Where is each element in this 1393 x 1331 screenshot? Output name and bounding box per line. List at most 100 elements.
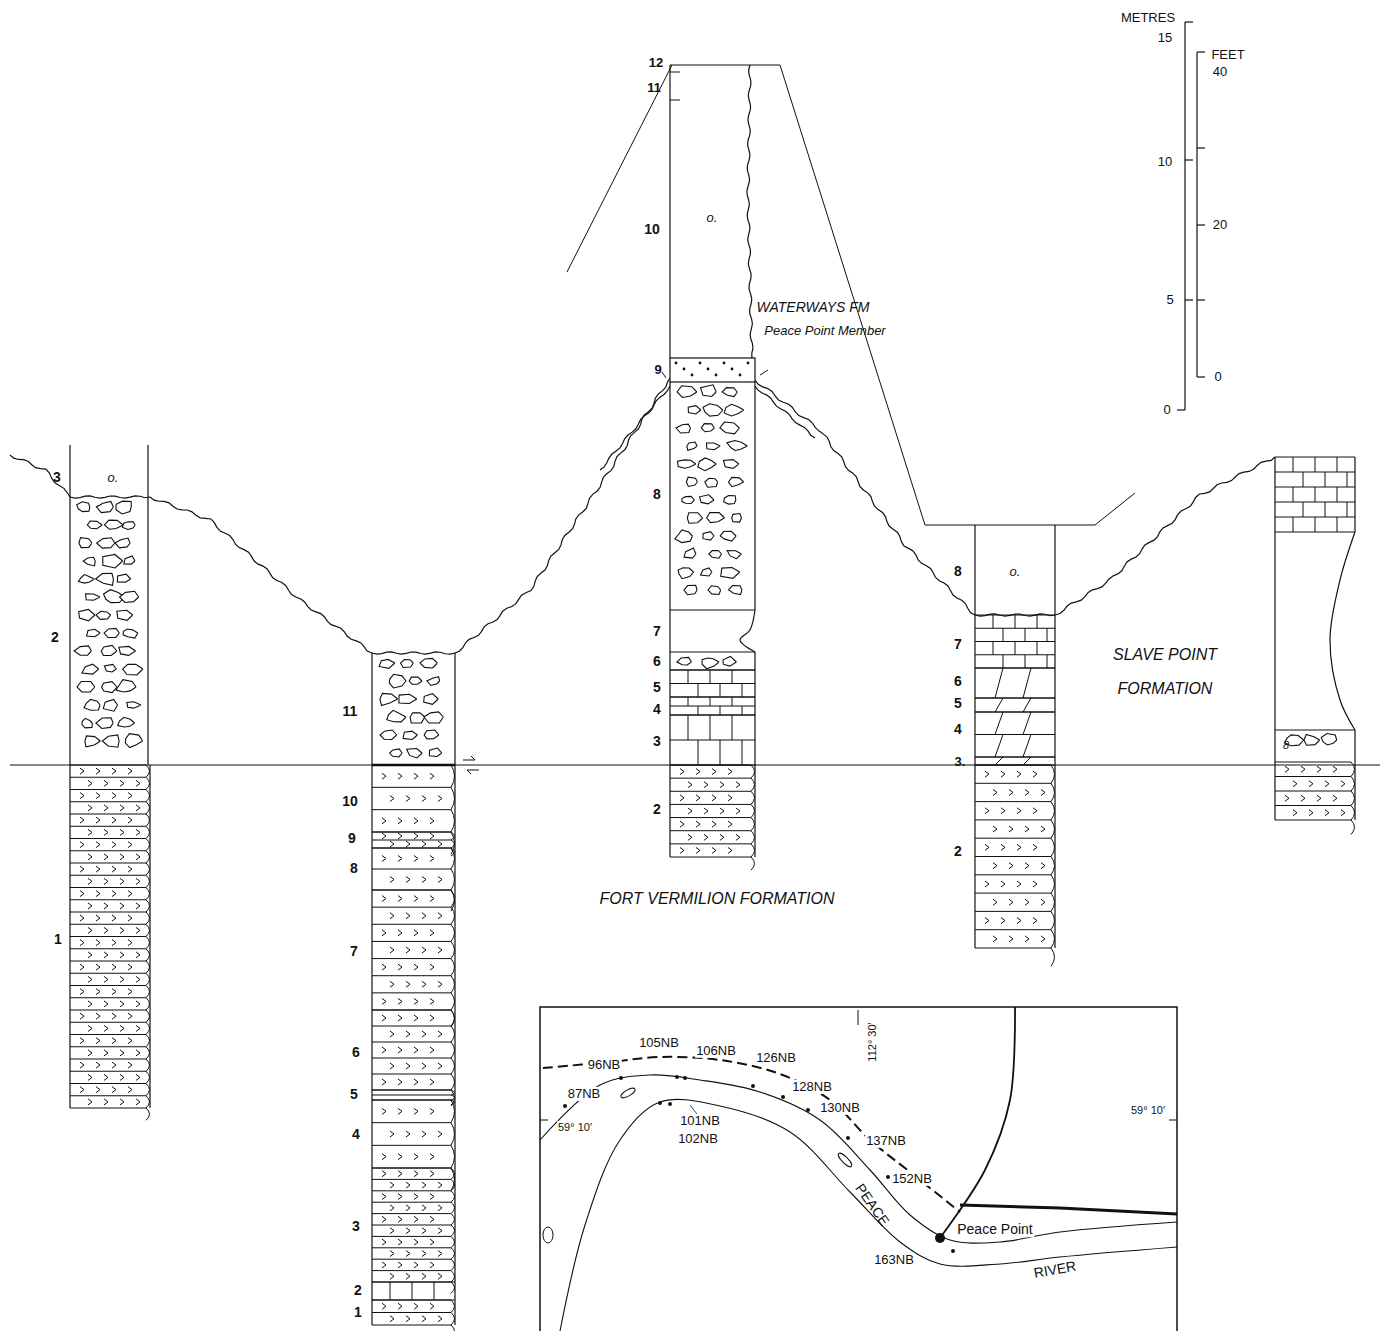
bed-outline (670, 844, 755, 857)
drawn-line (669, 65, 670, 358)
dolomite-symbol (1017, 918, 1021, 924)
dolomite-symbol (430, 856, 434, 862)
drawn-line (995, 712, 1003, 735)
dolomite-symbol (422, 981, 426, 987)
drawn-line (1354, 730, 1355, 762)
drawn-line (760, 370, 768, 375)
drawn-line (1275, 730, 1355, 731)
dolomite-symbol (414, 1154, 418, 1160)
dolomite-symbol (398, 1303, 402, 1309)
bed-outline (975, 911, 1055, 929)
dolomite-symbol (414, 930, 418, 936)
dolomite-symbol (382, 1171, 386, 1177)
station-dot (806, 1108, 810, 1112)
dolomite-symbol (414, 1108, 418, 1114)
dolomite-symbol (1017, 881, 1021, 887)
map-label: 59° 10′ (1130, 1104, 1166, 1116)
unit-label: 2 (51, 630, 59, 645)
dolomite-symbol (406, 1251, 410, 1257)
dolomite-symbol (382, 998, 386, 1004)
dolomite-symbol (80, 817, 84, 823)
dolomite-symbol (1317, 766, 1321, 772)
drawn-line (1025, 628, 1026, 641)
dolomite-symbol (398, 1047, 402, 1053)
breccia-clast (677, 657, 692, 665)
river-island (620, 1086, 637, 1099)
bed-outline (372, 832, 455, 840)
dolomite-symbol (96, 842, 100, 848)
dolomite-symbol (398, 1171, 402, 1177)
drawn-line (995, 698, 1003, 712)
dolomite-symbol (438, 1063, 442, 1069)
dolomite-symbol (1001, 771, 1005, 777)
bed-outline (372, 976, 455, 993)
drawn-line (434, 1282, 435, 1300)
sand-dot (691, 374, 694, 377)
drawn-line (1347, 502, 1348, 517)
map-label: 59° 10′ (557, 1121, 593, 1133)
dolomite-symbol (438, 877, 442, 883)
bed-outline (70, 851, 150, 863)
unit-label: 6 (653, 654, 661, 669)
station-dot (563, 1104, 567, 1108)
station-dot (658, 1101, 662, 1105)
bed-outline (70, 986, 150, 998)
bed-outline (975, 765, 1055, 783)
dolomite-symbol (414, 1262, 418, 1268)
breccia-clast (403, 731, 417, 739)
bed-outline (70, 826, 150, 838)
bed-outline (70, 814, 150, 826)
dolomite-symbol (128, 989, 132, 995)
drawn-curve (1330, 532, 1355, 730)
bed-outline (70, 973, 150, 985)
dolomite-symbol (128, 1062, 132, 1068)
bed-outline (1275, 806, 1355, 821)
dolomite-symbol (390, 1205, 394, 1211)
drawn-line (755, 380, 975, 615)
drawn-line (454, 1282, 455, 1300)
dolomite-symbol (104, 780, 108, 786)
drawn-line (1325, 472, 1326, 487)
unit-label: 10 (644, 222, 660, 237)
dolomite-symbol (422, 796, 426, 802)
dolomite-symbol (414, 1015, 418, 1021)
scale-label: 0 (1163, 403, 1170, 417)
dolomite-symbol (438, 796, 442, 802)
dolomite-symbol (382, 856, 386, 862)
dolomite-symbol (406, 947, 410, 953)
bed-outline (372, 993, 455, 1010)
dolomite-symbol (120, 854, 124, 860)
drawn-line (1325, 502, 1326, 517)
dolomite-symbol (430, 833, 434, 839)
unit-label: 8 (954, 564, 962, 579)
breccia-clast (706, 443, 720, 450)
dolomite-symbol (390, 1228, 394, 1234)
dolomite-symbol (128, 793, 132, 799)
breccia-clast (678, 568, 693, 579)
drawn-line (754, 382, 755, 610)
unit-label: 3 (653, 734, 661, 749)
bed-outline (372, 907, 455, 924)
map-label: 152NB (891, 1172, 933, 1186)
drawn-line (1274, 457, 1275, 532)
dolomite-symbol (120, 1025, 124, 1031)
dolomite-symbol (80, 989, 84, 995)
breccia-clast (125, 734, 142, 748)
breccia-clast (698, 458, 716, 471)
dolomite-symbol (88, 805, 92, 811)
breccia-clast (102, 682, 117, 693)
unit-label: 6 (954, 674, 962, 689)
drawn-line (1197, 51, 1205, 52)
bed-outline (372, 1026, 455, 1042)
drawn-line (1184, 22, 1185, 410)
dolomite-symbol (104, 829, 108, 835)
drawn-line (975, 698, 1055, 699)
breccia-clast (424, 712, 443, 723)
dolomite-symbol (88, 854, 92, 860)
bed-outline (975, 857, 1055, 875)
dolomite-symbol (390, 841, 394, 847)
breccia-clast (399, 694, 417, 703)
dolomite-symbol (414, 1047, 418, 1053)
bed-outline (670, 857, 755, 870)
dolomite-symbol (382, 1303, 386, 1309)
